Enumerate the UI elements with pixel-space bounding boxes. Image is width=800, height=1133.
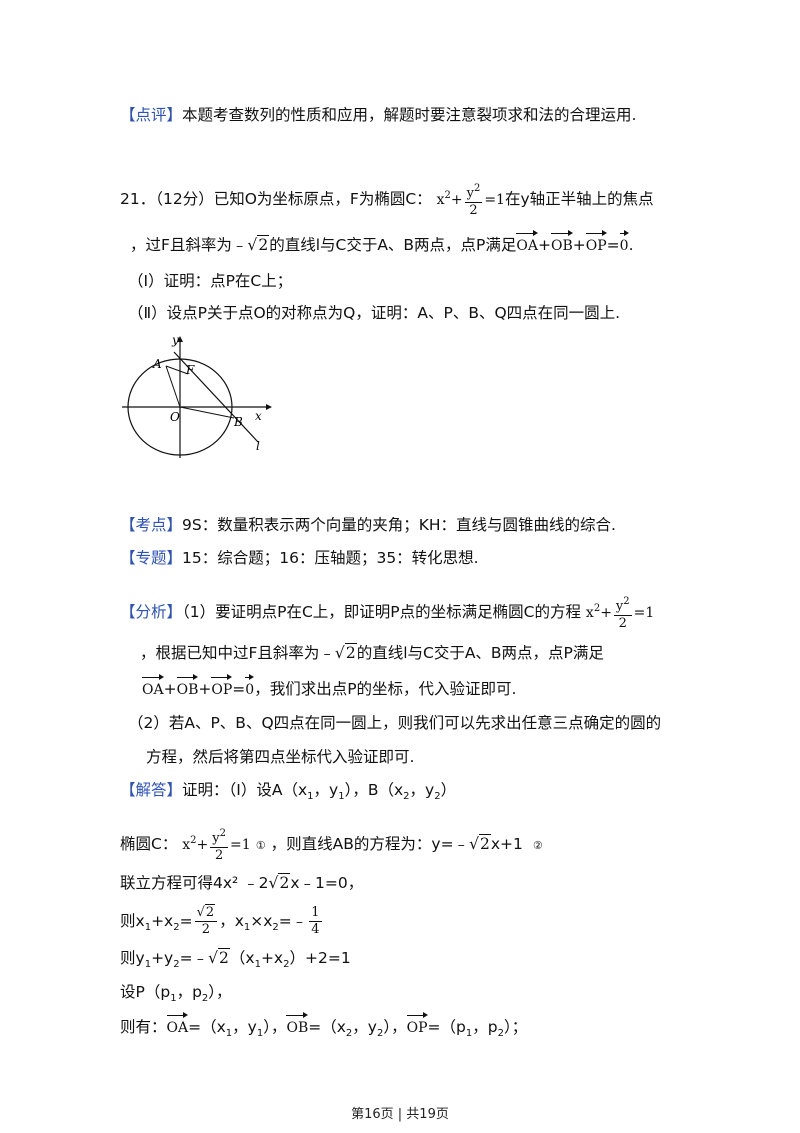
vector-OA: OA xyxy=(516,230,538,257)
set-P-line: 设P（p1，p2）， xyxy=(120,983,232,1004)
fenxi-line-2: ，根据已知中过F且斜率为﹣√2的直线l与C交于A、B两点，点P满足 xyxy=(140,643,604,662)
fenxi-line-4: （2）若A、P、B、Q四点在同一圆上，则我们可以先求出任意三点确定的圆的 xyxy=(128,714,662,732)
problem-tail: 在y轴正半轴上的焦点 xyxy=(504,190,654,208)
vectors-line: 则有：OA=（x1，y1），OB=（x2，y2），OP=（p1，p2）； xyxy=(120,1012,528,1039)
line-l-label: l xyxy=(256,439,260,453)
lianli-line: 联立方程可得4x² ﹣2√2x﹣1=0， xyxy=(120,873,364,892)
problem-part-1: （Ⅰ）证明：点P在C上； xyxy=(128,272,293,290)
problem-line-2: ，过F且斜率为﹣√2的直线l与C交于A、B两点，点P满足OA+OB+OP=0. xyxy=(130,230,634,257)
problem-part-2: （Ⅱ）设点P关于点O的对称点为Q，证明：A、P、B、Q四点在同一圆上. xyxy=(128,304,621,322)
point-B-label: B xyxy=(233,415,243,429)
fenxi-line-3: OA+OB+OP=0，我们求出点P的坐标，代入验证即可. xyxy=(142,674,516,701)
vector-zero: 0 xyxy=(619,230,629,257)
sqrt-2: √2 xyxy=(247,235,270,254)
circled-2: ② xyxy=(532,839,543,852)
axis-y-label: y xyxy=(171,333,179,347)
point-A-label: A xyxy=(152,357,162,371)
axis-x-label: x xyxy=(255,409,262,423)
kaodian-line: 【考点】9S：数量积表示两个向量的夹角；KH：直线与圆锥曲线的综合. xyxy=(120,516,616,534)
fenxi-line-5: 方程，然后将第四点坐标代入验证即可. xyxy=(146,748,415,766)
zhuanti-line: 【专题】15：综合题；16：压轴题；35：转化思想. xyxy=(120,549,479,567)
problem-number: 21．（12分）已知O为坐标原点，F为椭圆C： xyxy=(120,190,432,208)
jieda-line: 【解答】证明：（Ⅰ）设A（x1，y1），B（x2，y2） xyxy=(120,781,457,802)
vector-OP: OP xyxy=(585,230,607,257)
comment-line: 【点评】本题考查数列的性质和应用，解题时要注意裂项求和法的合理运用. xyxy=(120,104,636,126)
circled-1: ① xyxy=(255,839,266,852)
page-footer: 第16页 | 共19页 xyxy=(351,1107,449,1122)
ellipse-diagram: y x A F O B l xyxy=(122,333,272,458)
comment-tag: 【点评】 xyxy=(120,106,183,124)
sum-y-line: 则y1+y2=﹣√2（x1+x2）+2=1 xyxy=(120,948,351,970)
vector-OB: OB xyxy=(551,230,573,257)
point-F-label: F xyxy=(185,363,195,377)
point-O-label: O xyxy=(170,410,180,424)
comment-text: 本题考查数列的性质和应用，解题时要注意裂项求和法的合理运用. xyxy=(182,106,637,124)
